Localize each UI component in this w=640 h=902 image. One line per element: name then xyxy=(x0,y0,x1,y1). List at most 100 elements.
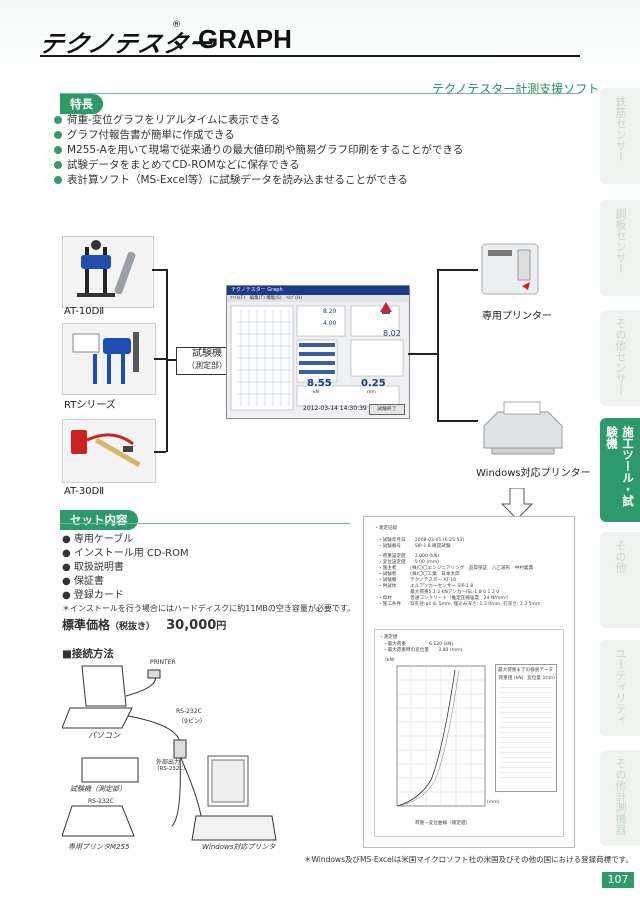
at30-device-icon xyxy=(63,420,155,482)
load-unit: kN xyxy=(313,390,319,395)
connector-line xyxy=(168,359,178,361)
end-test-button[interactable]: 試験終了 xyxy=(369,404,405,415)
feature-item: M255-Aを用いて現場で従来通りの最大値印刷や簡易グラフ印刷をすることができる xyxy=(54,143,463,158)
set-item: ● 専用ケーブル xyxy=(62,534,134,545)
tab-rebar-sensor[interactable]: 鉄筋センサー xyxy=(600,88,640,184)
feature-item: 試験データをまとめてCD-ROMなどに保存できる xyxy=(54,158,463,173)
set-item: ● 保証書 xyxy=(62,576,104,587)
timestamp: 2012-03-14 14:30:39 xyxy=(303,405,367,412)
connection-title: ■接続方法 xyxy=(62,648,114,660)
top-value: 8.20 xyxy=(323,308,337,315)
connection-drawing xyxy=(61,665,277,841)
brand-mark-icon xyxy=(377,300,395,316)
rs232c-label-2: RS-232C xyxy=(88,798,114,805)
install-note: ＊インストールを行う場合にはハードディスクに約11MBの空き容量が必要です。 xyxy=(62,604,356,613)
graph-y-unit: (kN) xyxy=(385,658,395,663)
win-printer-diagram-label: Windows対応プリンタ xyxy=(202,843,276,851)
max-load: ・最大荷重 6.120 (kN) xyxy=(383,642,454,647)
data-table-title: 最大荷重までの検査データ xyxy=(498,668,554,673)
dedicated-printer-icon xyxy=(478,240,542,298)
feature-item: 表計算ソフト（MS-Excel等）に試験データを読み込ませることができる xyxy=(54,173,463,188)
sample-report: ・測定記録 ・試験年月日 2008-03-01 (6:25:53) ・試験番号 … xyxy=(363,516,575,848)
set-item: ● 登録カード xyxy=(62,590,124,601)
disp-value: 0.25 xyxy=(361,378,386,389)
connection-diagram: PRINTER RS-232C （9ピン） パソコン 外部出力 （RS-232C… xyxy=(61,656,352,854)
price-unit: 円 xyxy=(216,621,227,632)
load-displacement-curve xyxy=(396,665,486,807)
tab-utility[interactable]: ユーティリティ xyxy=(600,640,640,736)
product-title: GRAPH xyxy=(198,24,292,54)
feature-item: グラフ付報告書が簡単に作成できる xyxy=(54,128,463,143)
header-band xyxy=(0,0,640,80)
price-tax: （税抜き） xyxy=(110,622,156,632)
pc-label: パソコン xyxy=(88,731,120,740)
max-value: 8.02 xyxy=(383,329,401,338)
set-rule xyxy=(60,523,350,524)
printer-m255-label: 専用プリンタM255 xyxy=(68,843,130,851)
brand-logo: テクノテスター xyxy=(36,30,217,58)
max-disp: ・最大荷重時の変位量 3.89 (mm) xyxy=(383,648,463,653)
dedicated-printer-caption: 専用プリンター xyxy=(482,311,552,322)
ext-output-label: 外部出力 xyxy=(156,759,181,766)
rt-device-icon xyxy=(63,324,155,394)
feature-item: 荷重-変位グラフをリアルタイムに表示できる xyxy=(54,113,463,128)
connector-line xyxy=(154,358,166,360)
bullet-icon xyxy=(54,115,62,124)
rs232c-pin-label: （9ピン） xyxy=(178,718,206,725)
meter-diagram-label: 試験機（測定部） xyxy=(70,785,126,793)
window-titlebar: テクノテスター Graph xyxy=(227,286,409,295)
ext-output-sub: （RS-232C） xyxy=(154,766,189,772)
features-list: 荷重-変位グラフをリアルタイムに表示できる グラフ付報告書が簡単に作成できる M… xyxy=(54,113,463,188)
set-item: ● インストール用 CD-ROM xyxy=(62,548,189,559)
tab-other[interactable]: その他 xyxy=(600,532,640,628)
second-value: 4.00 xyxy=(323,320,337,327)
at10-photo xyxy=(62,236,154,308)
tab-other-sensor[interactable]: その他センサー xyxy=(600,310,640,406)
data-table-rows xyxy=(500,683,552,779)
windows-printer-caption: Windows対応プリンター xyxy=(476,468,591,479)
header-rule xyxy=(40,55,580,57)
at30-caption: AT-30DⅡ xyxy=(64,486,105,497)
at10-device-icon xyxy=(63,237,153,307)
at10-caption: AT-10DⅡ xyxy=(64,306,105,317)
data-table-head: 荷重値 (kN) 変位量 (mm) xyxy=(498,676,555,681)
windows-printer-icon xyxy=(478,396,568,460)
arrow-down-icon xyxy=(500,488,534,520)
set-item: ● 取扱説明書 xyxy=(62,562,124,573)
tab-plate-sensor[interactable]: 鋼板センサー xyxy=(600,200,640,296)
printer-port-label: PRINTER xyxy=(150,659,176,666)
tab-other-instruments[interactable]: その他計測機器 xyxy=(600,750,640,846)
meter-sublabel: （測定部） xyxy=(187,361,227,370)
bullet-icon xyxy=(54,175,62,184)
connector-line xyxy=(408,353,438,355)
window-menubar: ﾌｧｲﾙ(F) 編集(T) 機能(S) ﾍﾙﾌﾟ(H) xyxy=(227,295,409,302)
software-window: テクノテスター Graph ﾌｧｲﾙ(F) 編集(T) 機能(S) ﾍﾙﾌﾟ(H… xyxy=(226,285,410,419)
connector-line xyxy=(437,269,439,421)
rt-photo xyxy=(62,323,156,395)
rt-caption: RTシリーズ xyxy=(64,400,116,411)
connector-line xyxy=(437,420,478,422)
connector-line xyxy=(437,269,478,271)
data-table: 最大荷重までの検査データ 荷重値 (kN) 変位量 (mm) xyxy=(495,664,557,792)
tab-tools-testers[interactable]: 施工ツール・試験機 xyxy=(600,418,640,522)
bullet-icon xyxy=(54,130,62,139)
load-value: 8.55 xyxy=(307,378,332,389)
at30-photo xyxy=(62,419,156,483)
live-graph xyxy=(230,305,404,411)
rs232c-label: RS-232C xyxy=(176,708,202,715)
set-list: ● 専用ケーブル ● インストール用 CD-ROM ● 取扱説明書 ● 保証書 … xyxy=(62,533,189,603)
trademark-note: ＊Windows及びMS-Excelは米国マイクロソフト社の米国及びその他の国に… xyxy=(304,855,633,864)
price-label: 標準価格 xyxy=(62,618,111,632)
features-badge: 特長 xyxy=(60,94,103,114)
registered-mark: ® xyxy=(172,20,181,30)
graph-x-title: 荷重－変位曲線（確定値） xyxy=(415,821,471,826)
report-graph-frame: ・測定値 ・最大荷重 6.120 (kN) ・最大荷重時の変位量 3.89 (m… xyxy=(374,629,564,837)
bullet-icon xyxy=(54,145,62,154)
page-number: 107 xyxy=(602,872,634,888)
connector-line xyxy=(154,451,166,453)
graph-x-unit: (mm) xyxy=(487,800,500,805)
bullet-icon xyxy=(54,160,62,169)
graph-header: ・測定値 xyxy=(379,635,398,640)
set-badge: セット内容 xyxy=(60,510,138,530)
meter-label: 試験機 xyxy=(192,348,222,359)
